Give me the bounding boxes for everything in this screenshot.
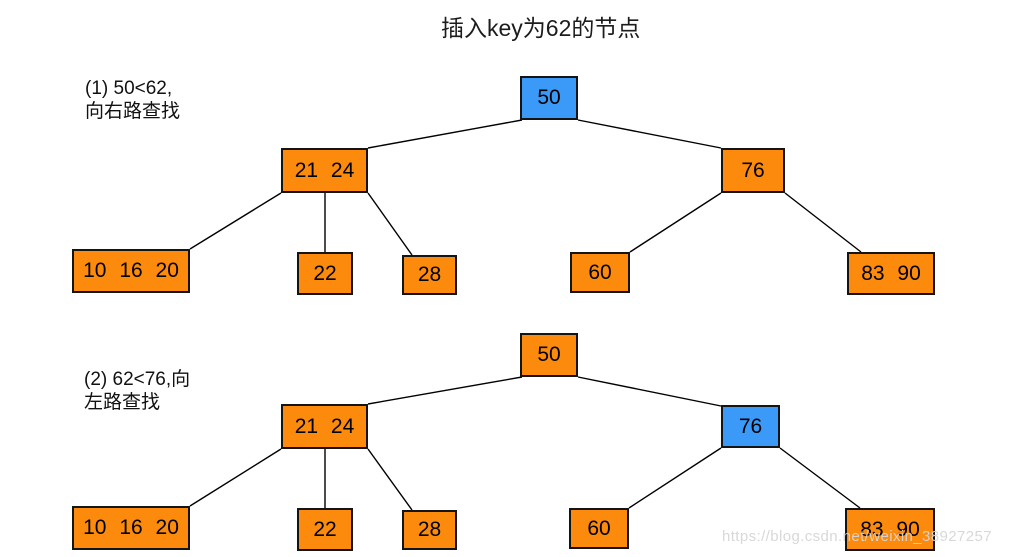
step1-edge-left-leaf3 [367,192,413,256]
step1-annotation-line2: 向右路查找 [85,101,181,122]
step2-leaf-28: 28 [402,510,457,550]
step1-edge-left-leaf1 [189,192,282,250]
step2-node-21-24: 21 24 [281,404,368,449]
step1-node-root-50-highlighted: 50 [520,76,578,120]
step1-leaf-28: 28 [402,255,457,295]
step1-edge-root-left [367,119,523,149]
step1-annotation-line1: (1) 50<62, [85,78,173,99]
step2-node-76-highlighted: 76 [721,405,780,448]
csdn-watermark: https://blog.csdn.net/weixin_38927257 [722,528,992,545]
step1-leaf-60: 60 [570,252,630,293]
step2-leaf-10-16-20: 10 16 20 [72,506,190,550]
step1-edge-right-leaf5 [784,192,862,253]
step1-leaf-83-90: 83 90 [847,252,935,295]
step2-annotation-line2: 左路查找 [84,392,161,413]
step2-leaf-60: 60 [569,508,629,549]
step1-edge-root-right [577,119,722,149]
step1-edge-right-leaf4 [629,192,722,253]
step1-node-21-24: 21 24 [281,148,368,193]
step1-annotation: (1) 50<62, 向右路查找 [85,77,180,123]
step2-node-root-50: 50 [520,333,578,377]
step2-edge-root-left [367,376,523,405]
step1-node-76: 76 [721,148,785,193]
step2-annotation: (2) 62<76,向 左路查找 [84,368,190,414]
step2-leaf-83-90: 83 90 [845,508,935,551]
step2-edge-right-leaf4 [628,447,722,509]
step1-leaf-22: 22 [297,252,353,295]
step2-edge-root-right [577,376,722,407]
step2-edge-left-leaf1 [189,448,282,507]
diagram-title: 插入key为62的节点 [441,15,641,41]
step2-edge-left-leaf3 [367,448,413,511]
step2-annotation-line1: (2) 62<76,向 [84,369,191,390]
step2-leaf-22: 22 [297,508,353,551]
step1-leaf-10-16-20: 10 16 20 [72,249,190,293]
step2-edge-right-leaf5 [779,447,861,509]
